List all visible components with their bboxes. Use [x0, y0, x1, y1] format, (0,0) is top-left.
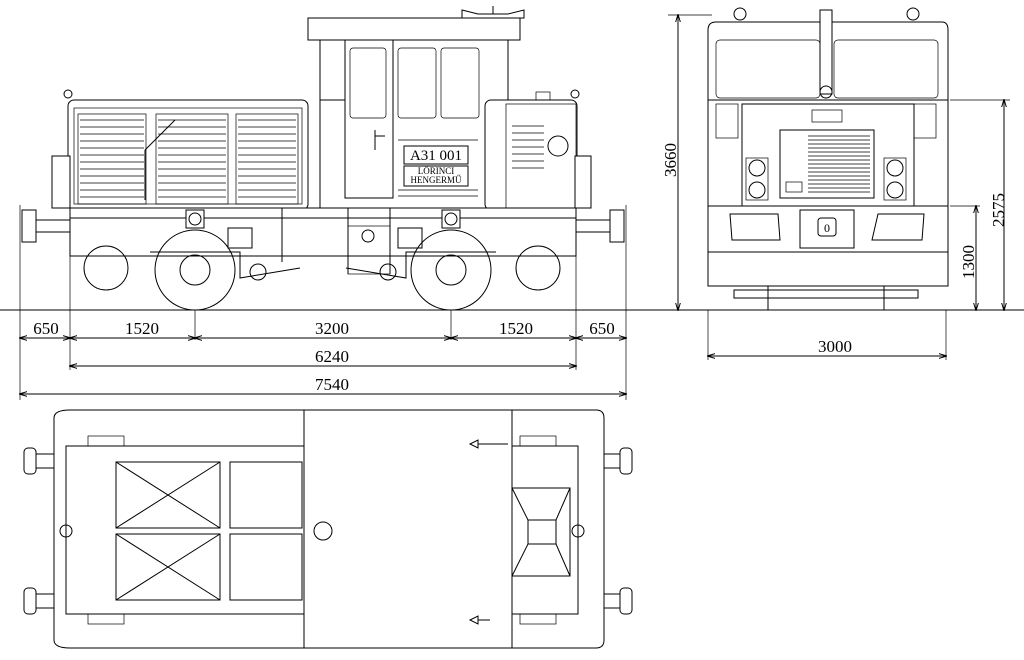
owner-line-2: HENGERMŰ	[411, 175, 462, 185]
end-view: 0 3660 2575 1300 3000	[661, 7, 1010, 360]
long-hood	[51, 89, 309, 211]
short-hood	[484, 89, 592, 211]
dim-axle-to-end-front: 1520	[125, 319, 159, 338]
hood-louvers	[77, 113, 299, 205]
side-view: A31 001 LŐRINCI HENGERMŰ	[0, 6, 1024, 400]
dim-axle-to-end-rear: 1520	[499, 319, 533, 338]
roof-hatches	[115, 461, 571, 601]
side-dimension-labels: 650 1520 3200 1520 650 6240 7540	[33, 319, 615, 394]
dim-overhang-rear: 650	[589, 319, 615, 338]
end-view-buffer-label: 0	[824, 221, 830, 235]
dim-frame-length: 6240	[315, 347, 349, 366]
owner-line-1: LŐRINCI	[418, 166, 455, 176]
dim-width: 3000	[818, 337, 852, 356]
number-plate-text: A31 001	[410, 148, 462, 164]
dim-overhang-front: 650	[33, 319, 59, 338]
side-extension-lines	[19, 205, 627, 400]
underframe	[69, 207, 577, 275]
dim-body-height: 2575	[989, 193, 1008, 227]
cab: A31 001 LŐRINCI HENGERMŰ	[307, 6, 525, 211]
dim-wheelbase: 3200	[315, 319, 349, 338]
dim-total-height: 3660	[661, 143, 680, 177]
top-view	[23, 409, 633, 649]
buffers-top	[23, 447, 633, 615]
buffers-side	[21, 209, 625, 243]
dim-total-length: 7540	[315, 375, 349, 394]
side-dimension-lines	[20, 338, 626, 394]
dim-buffer-height: 1300	[959, 245, 978, 279]
